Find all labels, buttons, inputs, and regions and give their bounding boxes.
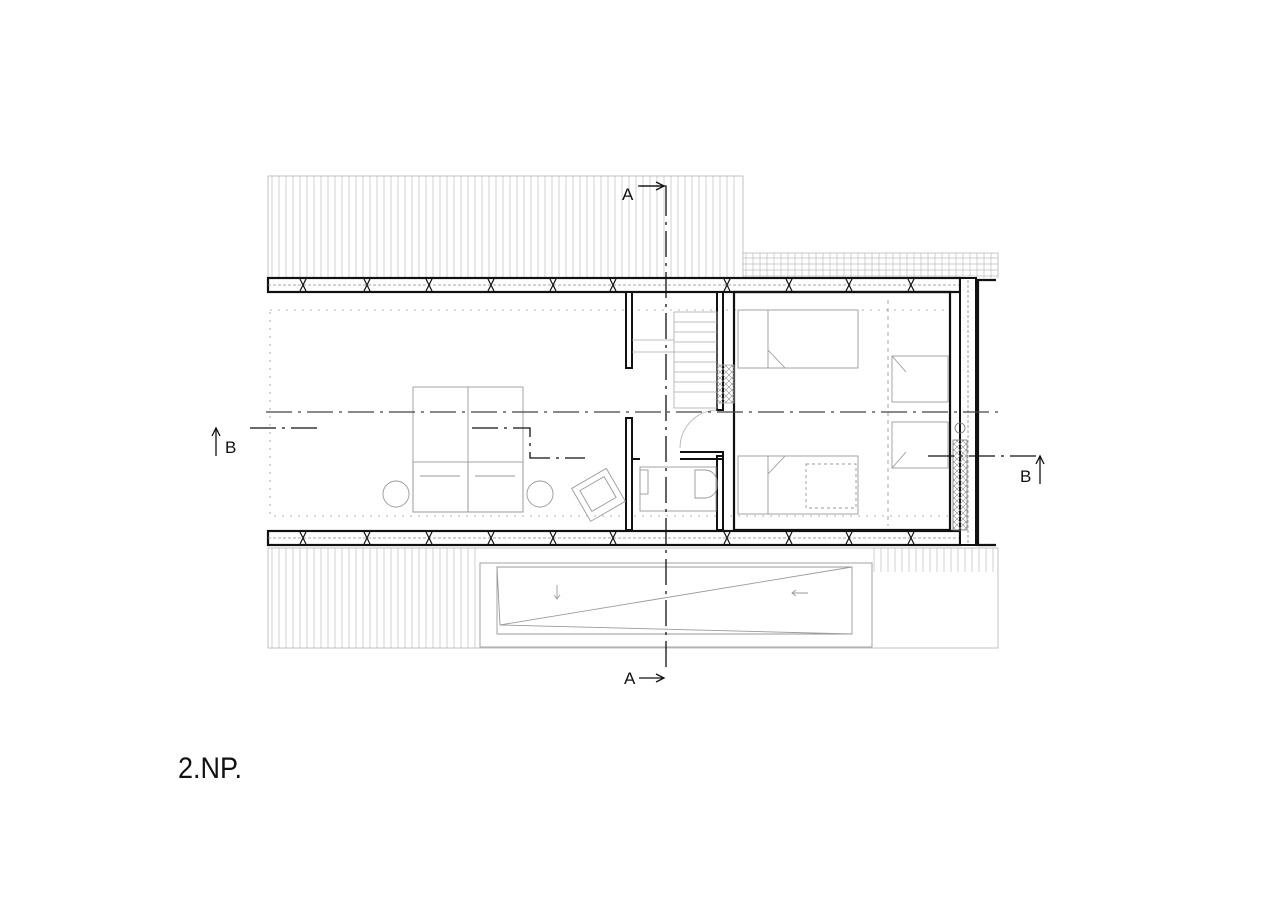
roof-hatching bbox=[271, 176, 998, 648]
interior-walls bbox=[625, 290, 952, 532]
section-b-right-label: B bbox=[1020, 467, 1031, 486]
bathroom-fixtures bbox=[639, 466, 718, 512]
wall-tie-mark bbox=[549, 278, 557, 292]
wall-tie-mark bbox=[907, 278, 915, 292]
wall-tie-mark bbox=[723, 531, 731, 545]
wall-tie-mark bbox=[785, 531, 793, 545]
south-wall bbox=[266, 529, 962, 547]
wall-tie-mark bbox=[845, 278, 853, 292]
wall-tie-mark bbox=[425, 278, 433, 292]
wall-tie-mark bbox=[487, 278, 495, 292]
section-lines bbox=[211, 181, 1045, 683]
wall-tie-mark bbox=[609, 278, 617, 292]
wall-tie-mark bbox=[363, 278, 371, 292]
living-furniture bbox=[382, 386, 626, 522]
floor-inner-outline bbox=[269, 309, 951, 517]
floor-label: 2.NP. bbox=[178, 752, 243, 785]
wall-tie-mark bbox=[549, 531, 557, 545]
wall-ties bbox=[299, 278, 915, 545]
north-wall bbox=[266, 276, 962, 294]
wall-tie-mark bbox=[299, 531, 307, 545]
wall-tie-mark bbox=[723, 278, 731, 292]
section-a-top-label: A bbox=[622, 185, 634, 204]
wall-tie-mark bbox=[907, 531, 915, 545]
wall-tie-mark bbox=[487, 531, 495, 545]
wall-tie-mark bbox=[785, 278, 793, 292]
staircase bbox=[632, 311, 735, 449]
section-a-bottom-label: A bbox=[624, 669, 636, 688]
lower-ramp bbox=[479, 562, 873, 648]
wall-tie-mark bbox=[609, 531, 617, 545]
wall-tie-mark bbox=[425, 531, 433, 545]
bedroom-furniture bbox=[737, 300, 949, 526]
section-b-left-label: B bbox=[225, 438, 236, 457]
wall-tie-mark bbox=[299, 278, 307, 292]
wall-tie-mark bbox=[845, 531, 853, 545]
wall-tie-mark bbox=[363, 531, 371, 545]
